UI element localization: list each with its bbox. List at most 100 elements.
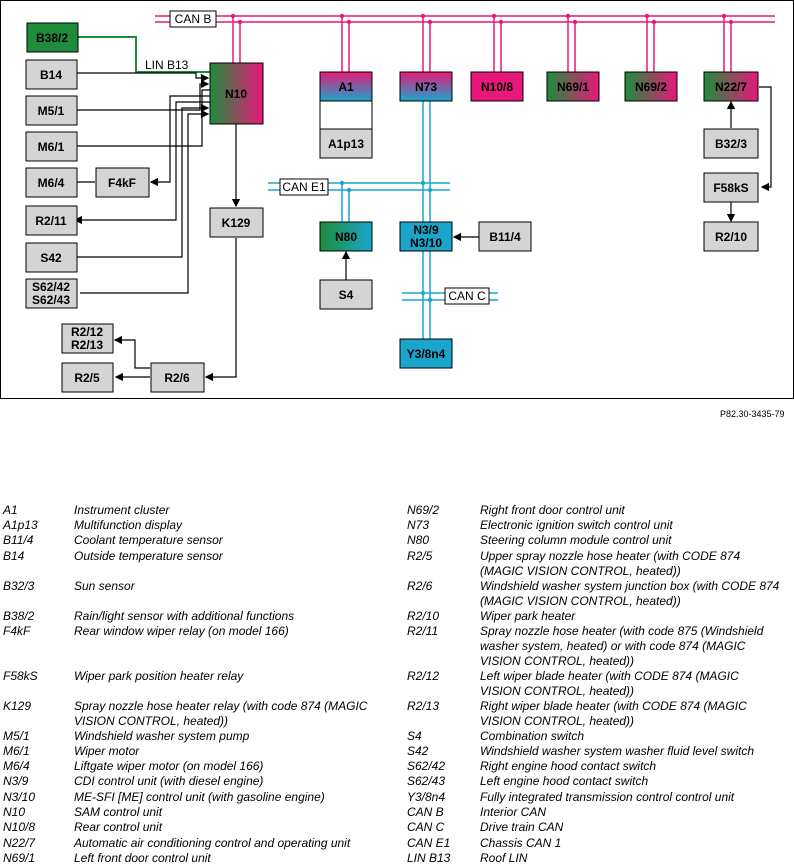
legend-description: Interior CAN	[480, 805, 547, 819]
component-m5-1: M5/1	[25, 95, 78, 126]
svg-text:F58kS: F58kS	[713, 181, 748, 195]
legend-code: N3/9	[3, 774, 29, 788]
can-b-bus	[155, 15, 775, 72]
can-b-label-box	[169, 10, 217, 28]
component-n22-7: N22/7	[703, 71, 759, 102]
legend-description: Wiper motor	[74, 744, 140, 758]
legend-code: N3/10	[3, 790, 36, 804]
svg-text:N69/1: N69/1	[557, 80, 589, 94]
component-r2-10: R2/10	[703, 221, 759, 252]
svg-text:S42: S42	[40, 251, 62, 265]
legend-description: Multifunction display	[74, 518, 183, 532]
legend-code: S4	[407, 729, 422, 743]
legend-description: Electronic ignition switch control unit	[480, 518, 673, 532]
svg-text:R2/6: R2/6	[164, 371, 190, 385]
legend-code: N80	[407, 533, 430, 547]
legend-description: Rear window wiper relay (on model 166)	[74, 624, 289, 638]
legend-description: Wiper park heater	[480, 609, 576, 623]
can-e1-label-box	[279, 178, 329, 196]
component-r2-11: R2/11	[25, 205, 78, 236]
svg-text:Y3/8n4: Y3/8n4	[407, 347, 446, 361]
legend-code: N22/7	[3, 836, 36, 850]
component-n80: N80	[319, 221, 373, 252]
legend-description: Windshield washer system washer fluid le…	[480, 744, 754, 758]
svg-text:N73: N73	[415, 80, 437, 94]
svg-text:B14: B14	[40, 68, 62, 82]
svg-text:K129: K129	[222, 216, 251, 230]
legend-description: Automatic air conditioning control and o…	[74, 836, 351, 850]
component-r2-6: R2/6	[150, 362, 205, 393]
legend-code: CAN C	[407, 820, 445, 834]
component-f58ks: F58kS	[703, 172, 759, 203]
legend-description: Spray nozzle hose heater (with code 875 …	[480, 624, 764, 668]
legend-description: Left front door control unit	[74, 851, 211, 865]
legend-code: S42	[407, 744, 429, 758]
component-s42: S42	[25, 242, 78, 273]
can-c-label: CAN C	[448, 289, 486, 303]
legend-description: Rain/light sensor with additional functi…	[74, 609, 295, 623]
legend-code: R2/6	[407, 579, 433, 593]
legend-description: Upper spray nozzle hose heater (with COD…	[480, 549, 741, 578]
legend-code: B11/4	[3, 533, 34, 547]
legend-code: B38/2	[3, 609, 35, 623]
svg-text:F4kF: F4kF	[108, 176, 136, 190]
legend-description: Spray nozzle hose heater relay (with cod…	[74, 699, 368, 728]
lin-b13-label: LIN B13	[145, 58, 189, 72]
svg-text:R2/10: R2/10	[715, 230, 747, 244]
component-n73: N73	[399, 71, 453, 102]
component-b14: B14	[25, 59, 78, 90]
legend-code: R2/12	[407, 669, 440, 683]
component-n69-2: N69/2	[624, 71, 678, 102]
legend-code: F58kS	[3, 669, 38, 683]
legend-code: Y3/8n4	[407, 790, 446, 804]
svg-text:B11/4: B11/4	[489, 230, 521, 244]
legend-description: SAM control unit	[74, 805, 163, 819]
legend-code: A1	[3, 503, 18, 517]
legend-description: Outside temperature sensor	[74, 549, 223, 563]
legend-description: Left wiper blade heater (with CODE 874 (…	[480, 669, 739, 698]
component-m6-4: M6/4	[25, 167, 78, 198]
legend-code: A1p13	[3, 518, 38, 532]
can-b-label: CAN B	[175, 12, 212, 26]
legend-description: Sun sensor	[74, 579, 135, 593]
svg-text:A1p13: A1p13	[328, 137, 364, 151]
component-n69-1: N69/1	[546, 71, 600, 102]
figure-reference: P82.30-3435-79	[720, 409, 785, 419]
component-b38-2: B38/2	[26, 22, 79, 53]
network-diagram: CAN B CAN E1 CAN C LIN B13	[0, 0, 794, 399]
component-k129: K129	[209, 207, 264, 238]
legend-description: Left engine hood contact switch	[480, 774, 649, 788]
legend-description: CDI control unit (with diesel engine)	[74, 774, 264, 788]
can-e1-label: CAN E1	[282, 180, 326, 194]
component-f4kf: F4kF	[95, 167, 150, 198]
svg-text:B32/3: B32/3	[715, 137, 747, 151]
svg-text:R2/5: R2/5	[74, 371, 100, 385]
svg-text:S4: S4	[339, 288, 354, 302]
legend-description: Chassis CAN 1	[480, 836, 562, 850]
component-a1p13: A1p13	[319, 128, 373, 159]
component-b32-3: B32/3	[703, 128, 759, 159]
svg-text:M6/1: M6/1	[38, 140, 65, 154]
legend-description: Right front door control unit	[480, 503, 625, 517]
legend-code: M6/1	[3, 744, 30, 758]
legend-description: Drive train CAN	[480, 820, 564, 834]
legend-description: Steering column module control unit	[480, 533, 672, 547]
legend-description: Right wiper blade heater (with CODE 874 …	[480, 699, 747, 728]
svg-text:M5/1: M5/1	[38, 104, 65, 118]
diagram-frame	[0, 0, 794, 399]
can-c-nodes	[420, 290, 433, 303]
legend-code: M5/1	[3, 729, 30, 743]
component-b11-4: B11/4	[478, 221, 532, 252]
legend-description: Liftgate wiper motor (on model 166)	[74, 759, 264, 773]
legend-code: R2/10	[407, 609, 440, 623]
legend-description: Right engine hood contact switch	[480, 759, 657, 773]
svg-text:N3/9N3/10: N3/9N3/10	[410, 223, 442, 250]
legend-code: N69/1	[3, 851, 36, 865]
legend-code: S62/42	[407, 759, 446, 773]
svg-text:A1: A1	[338, 80, 354, 94]
component-s4: S4	[319, 279, 373, 310]
svg-text:N22/7: N22/7	[715, 80, 747, 94]
